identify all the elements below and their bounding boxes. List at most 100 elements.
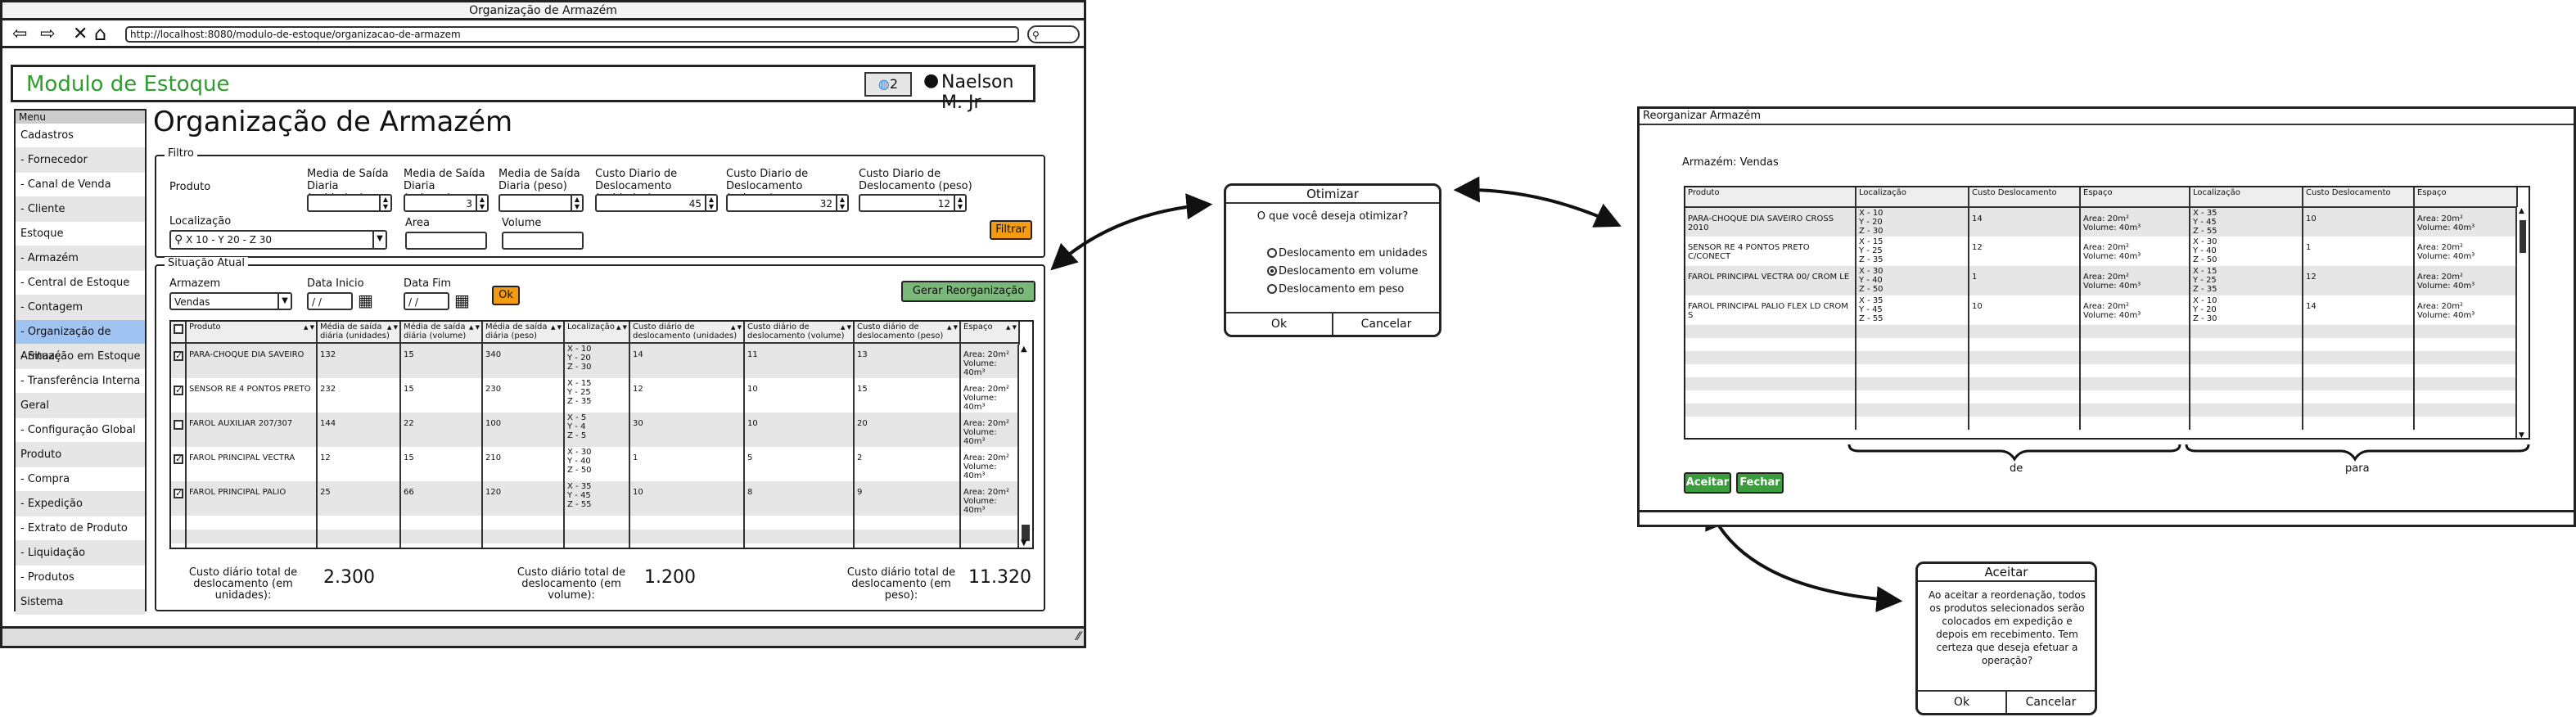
ok-button[interactable]: Ok (492, 286, 520, 305)
scroll-thumb[interactable] (1022, 525, 1030, 541)
sidebar-item[interactable]: - Contagem (16, 295, 145, 320)
sidebar-item[interactable]: Estoque (16, 222, 145, 246)
column-header[interactable]: Média de saída diária (unidades)▲ ▼ (317, 322, 401, 344)
localizacao-select[interactable]: ⚲ X 10 - Y 20 - Z 30 ▼ (169, 230, 387, 250)
checkbox-icon[interactable]: ✓ (174, 350, 183, 361)
stepper-icon[interactable]: ▲▼ (571, 196, 582, 210)
column-header[interactable]: Custo diário de deslocamento (unidades)▲… (629, 322, 745, 344)
sidebar-item[interactable]: - Canal de Venda (16, 173, 145, 197)
row-select[interactable] (171, 413, 187, 447)
header-select-all[interactable] (171, 322, 187, 344)
sidebar-item[interactable]: - Armazém (16, 246, 145, 271)
sort-icon[interactable]: ▲ ▼ (387, 324, 398, 331)
scroll-thumb[interactable] (2520, 220, 2526, 253)
url-input[interactable]: http://localhost:8080/modulo-de-estoque/… (125, 26, 1019, 43)
stop-icon[interactable]: ✕ (73, 24, 88, 44)
media-unidades-input[interactable]: ▲▼ (307, 194, 392, 212)
reorg-scrollbar[interactable]: ▲ ▼ (2515, 207, 2529, 440)
column-header[interactable]: Custo diário de deslocamento (volume)▲ ▼ (744, 322, 855, 344)
sidebar-item[interactable]: - Liquidação (16, 541, 145, 566)
stepper-icon[interactable]: ▲▼ (954, 196, 965, 210)
sidebar-item[interactable]: Produto (16, 443, 145, 467)
sidebar-item[interactable]: - Transferência Interna (16, 369, 145, 394)
table-scrollbar[interactable]: ▲ ▼ (1017, 345, 1032, 548)
aceitar-ok-button[interactable]: Ok (1918, 692, 2007, 713)
stepper-icon[interactable]: ▲▼ (476, 196, 487, 210)
checkbox-icon[interactable] (174, 324, 183, 334)
stepper-icon[interactable]: ▲▼ (705, 196, 716, 210)
column-header[interactable]: Localização▲ ▼ (564, 322, 630, 344)
sort-icon[interactable]: ▲ ▼ (304, 324, 314, 331)
column-header[interactable]: Média de saída diária (volume)▲ ▼ (400, 322, 483, 344)
sidebar-item[interactable]: - Fornecedor (16, 148, 145, 173)
notifications-button[interactable]: ◍2 (864, 72, 912, 97)
option-peso[interactable]: Deslocamento em peso (1267, 281, 1428, 299)
checkbox-icon[interactable] (174, 420, 183, 430)
custo-volume-input[interactable]: 32▲▼ (726, 194, 849, 212)
otimizar-ok-button[interactable]: Ok (1226, 313, 1333, 335)
forward-icon[interactable]: ⇨ (40, 24, 56, 44)
calendar-icon[interactable]: ▦ (358, 291, 373, 310)
checkbox-icon[interactable]: ✓ (174, 453, 183, 464)
sort-icon[interactable]: ▲ ▼ (551, 324, 562, 331)
row-select[interactable]: ✓ (171, 447, 187, 481)
aceitar-button[interactable]: Aceitar (1684, 472, 1731, 494)
scroll-down-icon[interactable]: ▼ (2519, 431, 2524, 440)
aceitar-cancel-button[interactable]: Cancelar (2025, 696, 2077, 709)
back-icon[interactable]: ⇦ (12, 24, 28, 44)
scroll-up-icon[interactable]: ▲ (2519, 207, 2524, 215)
media-volume-input[interactable]: 3▲▼ (404, 194, 489, 212)
row-select[interactable]: ✓ (171, 481, 187, 516)
sort-icon[interactable]: ▲ ▼ (947, 324, 958, 331)
sidebar-item[interactable]: Cadastros (16, 124, 145, 148)
filter-button[interactable]: Filtrar (990, 220, 1032, 240)
sort-icon[interactable]: ▲ ▼ (616, 324, 627, 331)
data-fim-input[interactable]: / / (404, 292, 449, 310)
volume-input[interactable] (502, 232, 584, 250)
sidebar-item[interactable]: Geral (16, 394, 145, 418)
sidebar-item[interactable]: - Organização de Armazé (16, 320, 145, 363)
sort-icon[interactable]: ▲ ▼ (731, 324, 742, 331)
gerar-reorganizacao-button[interactable]: Gerar Reorganização (901, 281, 1035, 302)
area-input[interactable] (405, 232, 487, 250)
sidebar-item[interactable]: - Cliente (16, 197, 145, 222)
calendar-icon[interactable]: ▦ (454, 291, 470, 310)
fechar-button[interactable]: Fechar (1736, 472, 1784, 494)
stepper-icon[interactable]: ▲▼ (836, 196, 847, 210)
sidebar-item[interactable]: - Extrato de Produto (16, 516, 145, 541)
data-inicio-input[interactable]: / / (307, 292, 353, 310)
column-header[interactable]: Média de saída diária (peso)▲ ▼ (482, 322, 565, 344)
radio-icon[interactable] (1267, 284, 1277, 294)
custo-unidades-input[interactable]: 45▲▼ (595, 194, 718, 212)
row-select[interactable]: ✓ (171, 378, 187, 413)
custo-peso-input[interactable]: 12▲▼ (859, 194, 967, 212)
sort-icon[interactable]: ▲ ▼ (1006, 324, 1017, 331)
column-header[interactable]: Produto▲ ▼ (186, 322, 318, 344)
sidebar-item[interactable]: - Configuração Global (16, 418, 145, 443)
checkbox-icon[interactable]: ✓ (174, 385, 183, 395)
column-header[interactable]: Custo diário de deslocamento (peso)▲ ▼ (854, 322, 961, 344)
browser-search-input[interactable]: ⚲ (1027, 25, 1080, 43)
armazem-select[interactable]: Vendas ▼ (169, 292, 292, 310)
radio-icon[interactable] (1267, 248, 1277, 258)
scroll-up-icon[interactable]: ▲ (1021, 345, 1027, 354)
user-name[interactable]: Naelson M. Jr (941, 72, 1014, 113)
sort-icon[interactable]: ▲ ▼ (469, 324, 480, 331)
home-icon[interactable]: ⌂ (94, 22, 107, 45)
checkbox-icon[interactable]: ✓ (174, 488, 183, 498)
chevron-down-icon[interactable]: ▼ (372, 232, 386, 248)
sidebar-item[interactable]: - Central de Estoque (16, 271, 145, 295)
sidebar-item[interactable]: - Expedição (16, 492, 145, 516)
option-volume[interactable]: Deslocamento em volume (1267, 263, 1428, 281)
column-header[interactable]: Espaço▲ ▼ (960, 322, 1020, 344)
stepper-icon[interactable]: ▲▼ (379, 196, 390, 210)
